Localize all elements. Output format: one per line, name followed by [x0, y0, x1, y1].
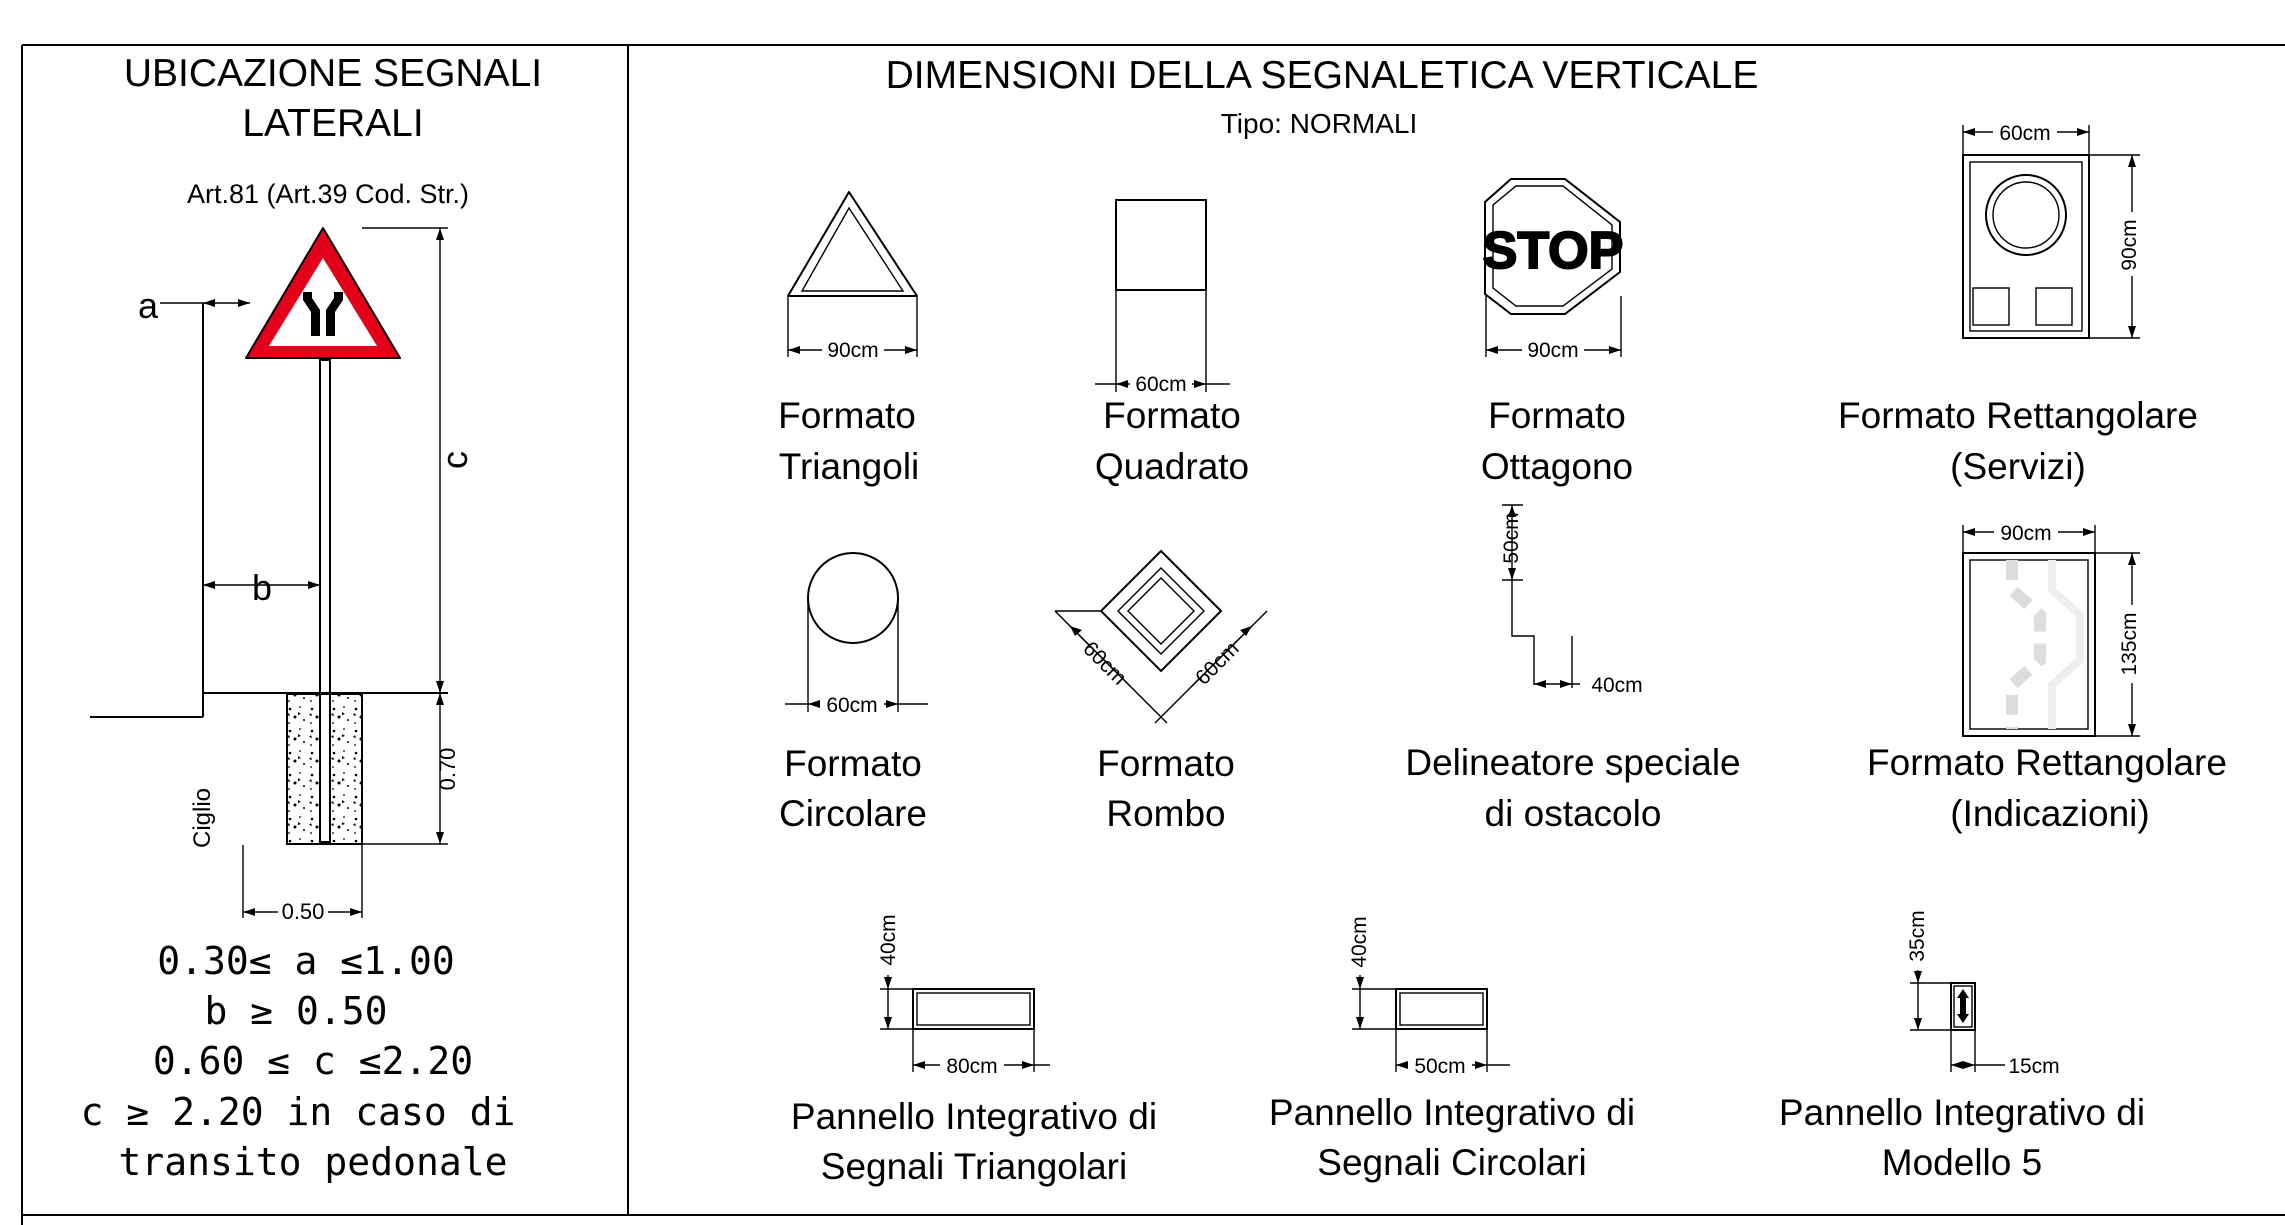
rule-a: 0.30≤ a ≤1.00: [157, 939, 454, 983]
circle-format: 60cm Formato Circolare: [779, 552, 928, 834]
octagon-label-line1: Formato: [1488, 395, 1626, 436]
right-title: DIMENSIONI DELLA SEGNALETICA VERTICALE: [886, 54, 1759, 97]
panel-circ-label-line2: Segnali Circolari: [1317, 1142, 1586, 1183]
rhombus-dim-left: 60cm: [1078, 637, 1131, 690]
panel-model5-format: 35cm 15cm Pannello Integrativo di Modell…: [1779, 910, 2145, 1183]
panel-triangular-format: 40cm 80cm Pannello Integrativo di Segnal…: [791, 914, 1157, 1187]
rule-c-range: 0.60 ≤ c ≤2.20: [153, 1039, 473, 1083]
rule-c-pedestrian: c ≥ 2.20 in caso di: [81, 1090, 516, 1134]
panel-circ-dim-h: 40cm: [1348, 916, 1371, 967]
rhombus-label-line2: Rombo: [1106, 793, 1225, 834]
dimension-foundation-width: 0.50: [242, 845, 363, 924]
right-panel: DIMENSIONI DELLA SEGNALETICA VERTICALE T…: [778, 54, 2227, 1187]
octagon-dim: 90cm: [1527, 339, 1578, 362]
dim-b-label: b: [252, 567, 272, 608]
indications-label-line2: (Indicazioni): [1950, 793, 2149, 834]
indications-dim-h: 135cm: [2118, 612, 2141, 675]
left-panel: UBICAZIONE SEGNALI LATERALI Art.81 (Art.…: [81, 52, 542, 1184]
rectangular-services-format: 60cm 90cm Formato Rettangolare (Servizi): [1838, 122, 2198, 487]
dimension-b: b: [203, 567, 320, 608]
left-title-line1: UBICAZIONE SEGNALI: [124, 52, 542, 95]
triangle-dim: 90cm: [827, 339, 878, 362]
dim-depth-label: 0.70: [435, 748, 460, 791]
square-label-line1: Formato: [1103, 395, 1241, 436]
panel-m5-dim-h: 35cm: [1906, 910, 1929, 961]
ground-profile: [90, 303, 448, 718]
panel-tri-label-line1: Pannello Integrativo di: [791, 1096, 1157, 1137]
dimension-a: a: [138, 285, 250, 326]
rhombus-format: 60cm 60cm Formato Rombo: [1054, 549, 1268, 834]
delineator-label-line1: Delineatore speciale: [1405, 742, 1740, 783]
circle-label-line1: Formato: [784, 743, 922, 784]
delineator-format: 50cm 40cm Delineatore speciale di ostaco…: [1405, 504, 1741, 834]
ciglio-label: Ciglio: [189, 788, 216, 848]
delineator-label-line2: di ostacolo: [1485, 793, 1662, 834]
triangle-label-line1: Formato: [778, 395, 916, 436]
panel-m5-label-line2: Modello 5: [1882, 1142, 2042, 1183]
dimension-c: c: [362, 227, 475, 693]
rectangular-indications-format: 90cm 135cm Formato Rettangolare (Indicaz…: [1867, 522, 2227, 834]
dimension-foundation-depth: 0.70: [362, 693, 460, 845]
services-label-line1: Formato Rettangolare: [1838, 395, 2198, 436]
square-format: 60cm Formato Quadrato: [1095, 199, 1249, 487]
panel-m5-dim-w: 15cm: [2008, 1055, 2059, 1078]
services-dim-w: 60cm: [1999, 122, 2050, 145]
warning-sign-road-narrows: [245, 227, 401, 359]
octagon-label-line2: Ottagono: [1481, 446, 1633, 487]
right-subtitle: Tipo: NORMALI: [1221, 108, 1418, 139]
dim-width-label: 0.50: [282, 899, 325, 924]
delineator-dim-h: 50cm: [1500, 512, 1523, 563]
panel-tri-dim-h: 40cm: [877, 914, 900, 965]
dim-a-label: a: [138, 285, 159, 326]
rule-pedestrian-transit: transito pedonale: [119, 1140, 508, 1184]
panel-m5-label-line1: Pannello Integrativo di: [1779, 1092, 2145, 1133]
square-dim: 60cm: [1135, 373, 1186, 396]
services-label-line2: (Servizi): [1950, 446, 2086, 487]
dim-c-label: c: [434, 451, 475, 469]
square-label-line2: Quadrato: [1095, 446, 1249, 487]
panel-circular-format: 40cm 50cm Pannello Integrativo di Segnal…: [1269, 916, 1635, 1183]
circle-label-line2: Circolare: [779, 793, 927, 834]
rule-b: b ≥ 0.50: [204, 989, 387, 1033]
indications-label-line1: Formato Rettangolare: [1867, 742, 2227, 783]
delineator-dim-w: 40cm: [1591, 674, 1642, 697]
triangle-format: 90cm Formato Triangoli: [778, 191, 920, 487]
indications-dim-w: 90cm: [2000, 522, 2051, 545]
panel-circ-dim-w: 50cm: [1414, 1055, 1465, 1078]
panel-tri-label-line2: Segnali Triangolari: [821, 1146, 1127, 1187]
drawing-frame: [21, 44, 2285, 1225]
panel-tri-dim-w: 80cm: [946, 1055, 997, 1078]
circle-dim: 60cm: [826, 694, 877, 717]
octagon-format: STOP 90cm Formato Ottagono: [1481, 178, 1633, 487]
rhombus-label-line1: Formato: [1097, 743, 1235, 784]
triangle-label-line2: Triangoli: [779, 446, 920, 487]
left-title-line2: LATERALI: [242, 102, 423, 145]
stop-sign-text: STOP: [1483, 222, 1624, 280]
rhombus-dim-right: 60cm: [1191, 637, 1244, 690]
services-dim-h: 90cm: [2118, 219, 2141, 270]
panel-circ-label-line1: Pannello Integrativo di: [1269, 1092, 1635, 1133]
article-reference: Art.81 (Art.39 Cod. Str.): [187, 179, 469, 209]
